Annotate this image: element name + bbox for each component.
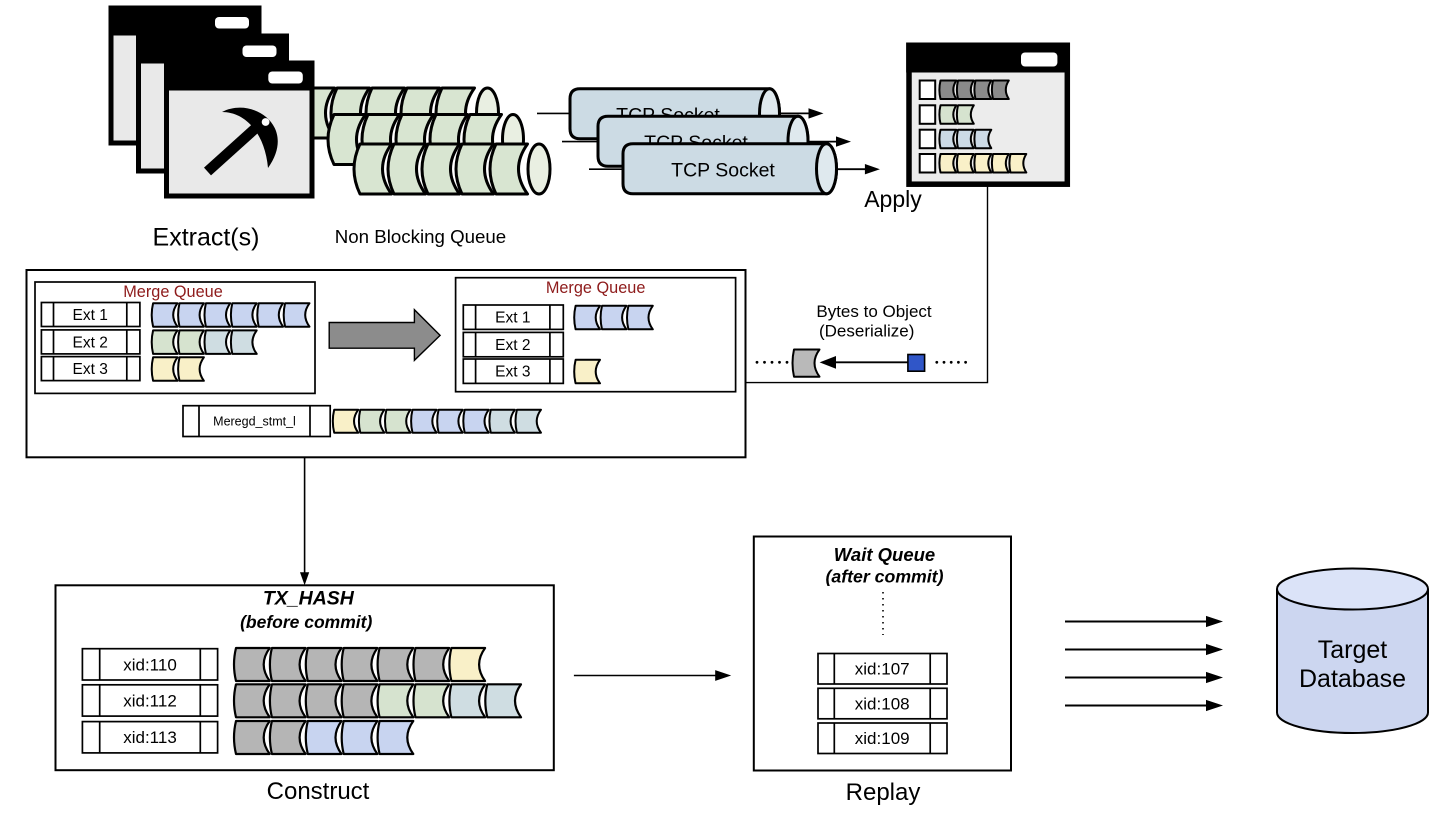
svg-text:Extract(s): Extract(s) bbox=[153, 224, 260, 252]
svg-text:Bytes to Object: Bytes to Object bbox=[816, 302, 932, 321]
svg-text:Apply: Apply bbox=[864, 186, 922, 212]
svg-text:xid:110: xid:110 bbox=[123, 655, 177, 674]
svg-text:Ext 2: Ext 2 bbox=[73, 334, 108, 351]
svg-text:Database: Database bbox=[1299, 665, 1406, 693]
svg-text:Ext 1: Ext 1 bbox=[495, 310, 530, 327]
svg-text:Merge Queue: Merge Queue bbox=[546, 279, 646, 297]
svg-text:TX_HASH: TX_HASH bbox=[263, 588, 355, 610]
svg-text:Non Blocking Queue: Non Blocking Queue bbox=[335, 226, 506, 247]
svg-text:Ext 3: Ext 3 bbox=[495, 364, 530, 381]
svg-text:Construct: Construct bbox=[267, 778, 370, 805]
svg-text:Ext 1: Ext 1 bbox=[73, 307, 108, 324]
svg-text:Meregd_stmt_l: Meregd_stmt_l bbox=[213, 415, 296, 429]
svg-text:Replay: Replay bbox=[846, 779, 921, 806]
svg-text:Wait Queue: Wait Queue bbox=[834, 544, 935, 565]
svg-text:Ext 3: Ext 3 bbox=[73, 361, 108, 378]
svg-text:xid:108: xid:108 bbox=[855, 695, 910, 714]
svg-text:xid:109: xid:109 bbox=[855, 729, 910, 748]
svg-text:(before commit): (before commit) bbox=[240, 612, 372, 632]
svg-text:TCP Socket: TCP Socket bbox=[671, 160, 775, 182]
svg-text:xid:107: xid:107 bbox=[855, 660, 910, 679]
svg-text:xid:113: xid:113 bbox=[123, 728, 177, 747]
svg-text:Target: Target bbox=[1318, 636, 1388, 664]
svg-text:Ext 2: Ext 2 bbox=[495, 337, 530, 354]
svg-text:(after commit): (after commit) bbox=[826, 567, 944, 587]
svg-text:(Deserialize): (Deserialize) bbox=[819, 322, 914, 341]
svg-text:xid:112: xid:112 bbox=[123, 691, 177, 710]
svg-text:Merge Queue: Merge Queue bbox=[123, 283, 223, 301]
